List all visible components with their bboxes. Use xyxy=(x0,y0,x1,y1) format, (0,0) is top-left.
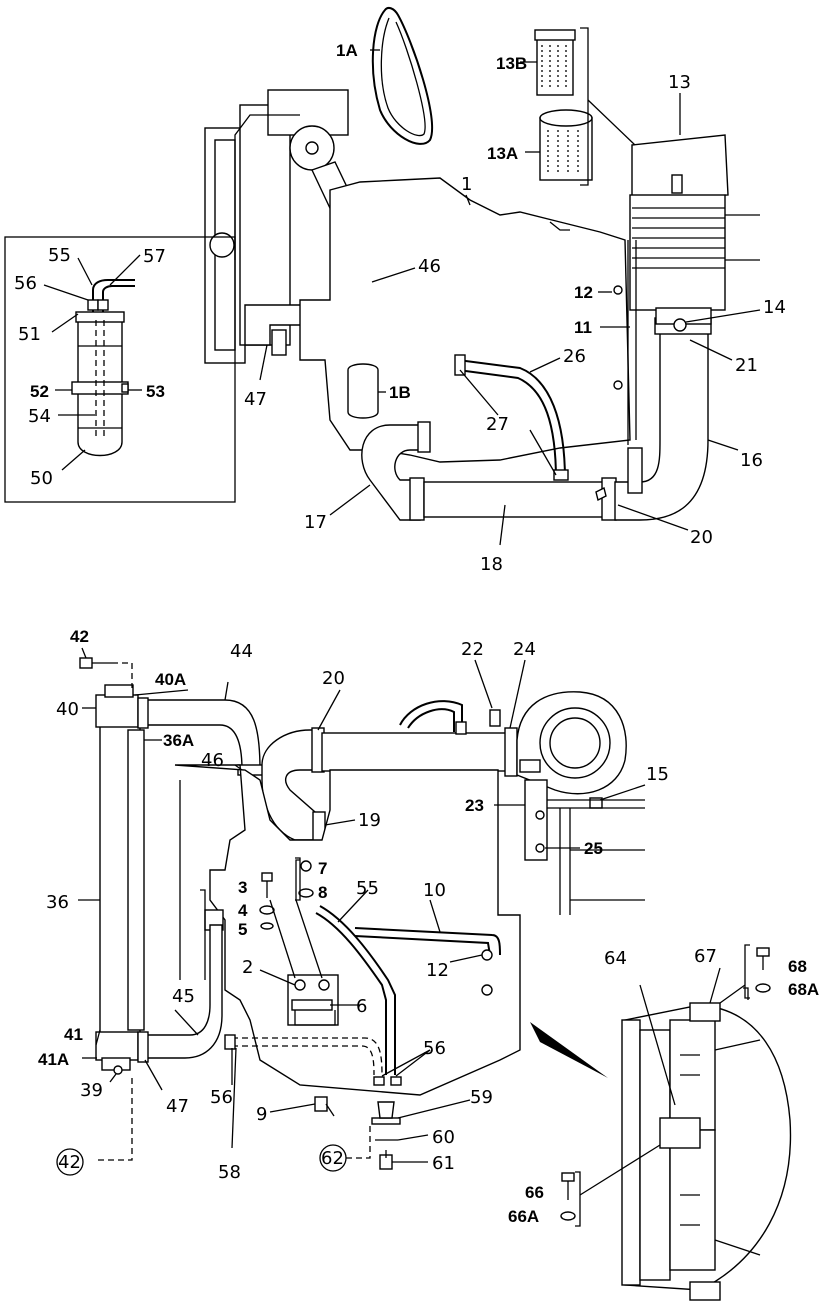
callout-3: 3 xyxy=(238,878,247,897)
pipe-10 xyxy=(354,927,501,956)
callout-62: 62 xyxy=(321,1148,344,1169)
callout-46-bottom: 46 xyxy=(201,750,224,771)
callout-42-circle: 42 xyxy=(58,1152,81,1173)
callout-66: 66 xyxy=(525,1183,544,1202)
callout-40: 40 xyxy=(56,699,79,720)
callout-13B: 13B xyxy=(496,54,527,73)
callout-64: 64 xyxy=(604,948,627,969)
callout-2: 2 xyxy=(242,957,253,978)
callout-14: 14 xyxy=(763,297,786,318)
callout-26: 26 xyxy=(563,346,586,367)
callout-46-top: 46 xyxy=(418,256,441,277)
callout-18: 18 xyxy=(480,554,503,575)
callout-41: 41 xyxy=(64,1025,83,1044)
callout-12-bottom: 12 xyxy=(426,960,449,981)
callout-8: 8 xyxy=(318,883,327,902)
callout-45: 45 xyxy=(172,986,195,1007)
callout-61: 61 xyxy=(432,1153,455,1174)
callout-7: 7 xyxy=(318,859,327,878)
callout-59: 59 xyxy=(470,1087,493,1108)
air-cleaner xyxy=(631,134,729,201)
engine-block xyxy=(299,177,631,463)
pipe-58 xyxy=(232,1037,383,1076)
callout-36A: 36A xyxy=(163,731,194,750)
callout-50: 50 xyxy=(30,468,53,489)
callout-67: 67 xyxy=(694,946,717,967)
callout-57: 57 xyxy=(143,246,166,267)
callout-4: 4 xyxy=(238,901,248,920)
callout-labels: 1A 13B 13 13A 1 55 57 46 56 12 14 51 11 … xyxy=(14,41,819,1226)
intake-pipe-26 xyxy=(457,359,566,481)
callout-15: 15 xyxy=(646,764,669,785)
callout-68A: 68A xyxy=(788,980,819,999)
circled-callout-42 xyxy=(56,1148,84,1176)
callout-1A: 1A xyxy=(336,41,358,60)
callout-6: 6 xyxy=(356,996,367,1017)
fan-belt xyxy=(371,6,434,145)
hose-44 xyxy=(139,699,261,771)
callout-66A: 66A xyxy=(508,1207,539,1226)
callout-19: 19 xyxy=(358,810,381,831)
callout-47-bottom: 47 xyxy=(166,1096,189,1117)
engine-top-view xyxy=(204,6,761,546)
pipe-55 xyxy=(319,905,396,1075)
callout-40A: 40A xyxy=(155,670,186,689)
callout-25: 25 xyxy=(584,839,603,858)
callout-22: 22 xyxy=(461,639,484,660)
callout-52: 52 xyxy=(30,382,49,401)
callout-56-inset: 56 xyxy=(14,273,37,294)
inner-filter-element xyxy=(536,34,574,96)
callout-60: 60 xyxy=(432,1127,455,1148)
view-arrow xyxy=(530,1022,608,1078)
callout-17: 17 xyxy=(304,512,327,533)
callout-10: 10 xyxy=(423,880,446,901)
intake-pipe xyxy=(321,732,508,772)
callout-9: 9 xyxy=(256,1104,267,1125)
reservoir-inset xyxy=(4,236,236,503)
bracket-23 xyxy=(524,779,548,861)
engine-block-side xyxy=(174,764,521,1096)
callout-55-inset: 55 xyxy=(48,245,71,266)
oil-filter xyxy=(347,363,379,419)
callout-68: 68 xyxy=(788,957,807,976)
callout-21: 21 xyxy=(735,355,758,376)
callout-23: 23 xyxy=(465,796,484,815)
callout-20-top: 20 xyxy=(690,527,713,548)
callout-55-bottom: 55 xyxy=(356,878,379,899)
elbow-hose-19 xyxy=(261,729,321,841)
callout-36: 36 xyxy=(46,892,69,913)
callout-1: 1 xyxy=(461,174,472,195)
engine-side-view xyxy=(56,647,792,1301)
callout-58: 58 xyxy=(218,1162,241,1183)
callout-5: 5 xyxy=(238,920,247,939)
callout-42-top: 42 xyxy=(70,627,89,646)
callout-47-top: 47 xyxy=(244,389,267,410)
pipe-18 xyxy=(423,481,615,518)
expansion-tank xyxy=(209,232,235,258)
callout-13A: 13A xyxy=(487,144,518,163)
callout-44: 44 xyxy=(230,641,253,662)
callout-24: 24 xyxy=(513,639,536,660)
callout-1B: 1B xyxy=(389,383,411,402)
callout-16: 16 xyxy=(740,450,763,471)
callout-20-bottom: 20 xyxy=(322,668,345,689)
callout-54: 54 xyxy=(28,406,51,427)
inset-frame xyxy=(4,236,236,503)
callout-27: 27 xyxy=(486,414,509,435)
callout-53: 53 xyxy=(146,382,165,401)
callout-41A: 41A xyxy=(38,1050,69,1069)
callout-12-top: 12 xyxy=(574,283,593,302)
callout-51: 51 xyxy=(18,324,41,345)
callout-39: 39 xyxy=(80,1080,103,1101)
callout-56-bottom-right: 56 xyxy=(423,1038,446,1059)
callout-13: 13 xyxy=(668,72,691,93)
callout-56-bottom-left: 56 xyxy=(210,1087,233,1108)
callout-11: 11 xyxy=(574,318,592,337)
